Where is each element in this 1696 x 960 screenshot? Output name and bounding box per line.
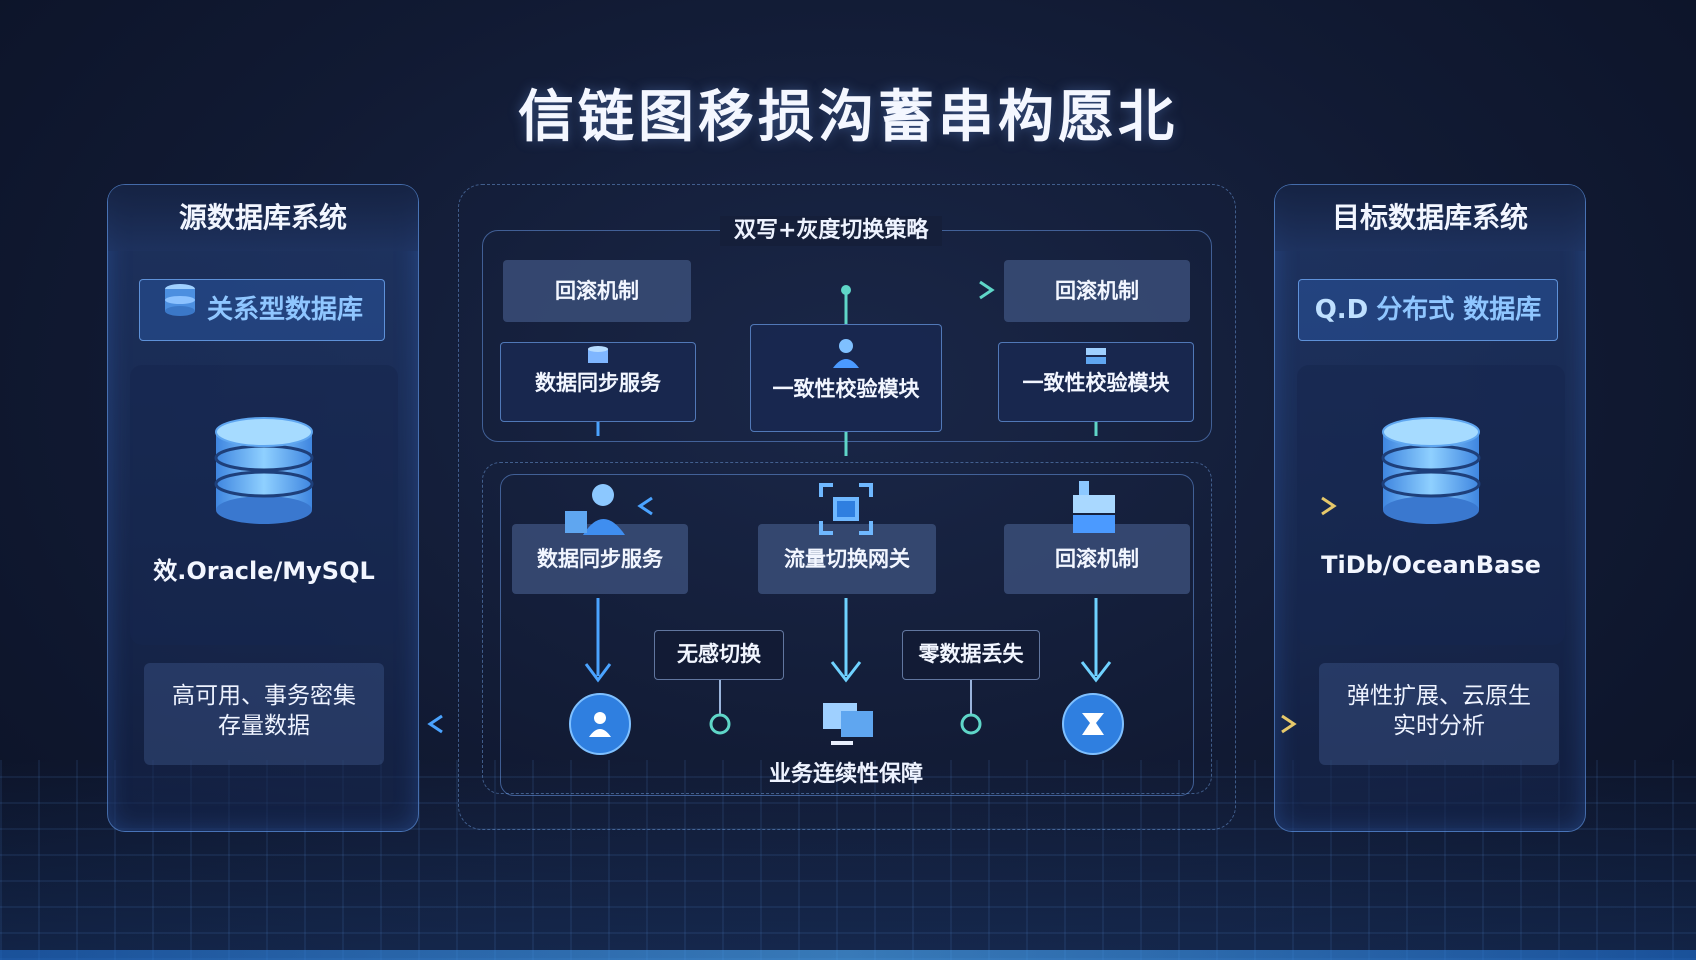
mid-right-check: 一致性校验模块 [998,342,1194,422]
target-chip-prefix: Q.D [1314,295,1369,325]
top-right-rollback: 回滚机制 [1004,260,1190,322]
server-icon [1070,478,1118,536]
bottom-label: 业务连续性保障 [768,762,923,787]
flow-right-rollback: 回滚机制 [1004,524,1190,594]
user-icon [828,336,864,370]
database-icon [584,344,612,368]
flow-center-gateway: 流量切换网关 [758,524,936,594]
strategy-label: 双写+灰度切换策略 [720,216,943,246]
gateway-icon [816,480,876,538]
target-db-name: TiDb/OceanBase [1321,551,1541,579]
database-icon [208,411,320,531]
middle-arrow-right [1321,496,1337,516]
target-db-box: TiDb/OceanBase [1297,365,1565,645]
page-title: 信链图移损沟蓄串构愿北 [518,85,1178,150]
down-right-head [1080,661,1112,683]
source-feature-2: 存量数据 [218,713,310,739]
source-feature-1: 高可用、事务密集 [172,683,356,709]
source-chip: 关系型数据库 [139,279,385,341]
flow-left-sync: 数据同步服务 [512,524,688,594]
source-chip-label: 关系型数据库 [206,295,363,325]
top-arrow-head [979,280,995,300]
source-panel: 源数据库系统 关系型数据库 效.Oracle/MySQL 高可用、事务密集 存量… [107,184,419,832]
user-icon [584,708,616,740]
rollback-icon [1077,708,1109,740]
flow-group [482,462,1212,794]
floor-glow [0,950,1696,960]
down-center-head [830,661,862,683]
bottom-node-zero-loss [960,713,982,735]
middle-arrow-left [637,496,653,516]
target-feature-2: 实时分析 [1393,713,1485,739]
bottom-arrow-right [1281,714,1297,734]
down-left-head [584,663,612,683]
source-db-name: 效.Oracle/MySQL [153,557,375,585]
target-header: 目标数据库系统 [1275,185,1585,251]
tag-seamless: 无感切换 [654,630,784,680]
target-features: 弹性扩展、云原生 实时分析 [1319,663,1559,765]
database-icon [161,281,199,341]
source-header: 源数据库系统 [108,185,418,251]
database-icon [1375,411,1487,531]
server-icon [1082,344,1110,368]
source-features: 高可用、事务密集 存量数据 [144,663,384,765]
top-left-rollback: 回滚机制 [503,260,691,322]
bottom-arrow-left [427,714,443,734]
user-icon [562,480,632,538]
target-feature-1: 弹性扩展、云原生 [1347,683,1531,709]
bottom-node-seamless [709,713,731,735]
source-db-box: 效.Oracle/MySQL [130,365,398,645]
server-icon [816,696,878,750]
tag-zero-loss: 零数据丢失 [902,630,1040,680]
target-chip-label: 分布式 数据库 [1376,295,1542,325]
mid-center-check: 一致性校验模块 [750,324,942,432]
flow-inner [500,474,1194,796]
